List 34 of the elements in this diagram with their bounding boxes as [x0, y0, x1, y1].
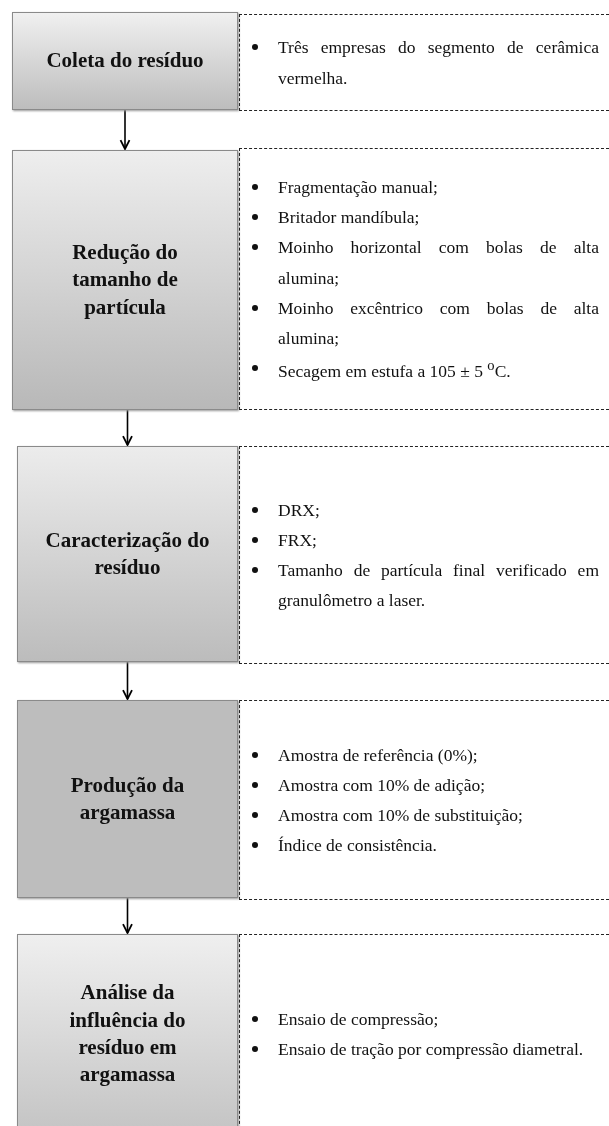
dashed-note-panel — [239, 700, 609, 900]
arrow — [122, 897, 133, 934]
dashed-note-panel — [239, 14, 609, 111]
dashed-note-panel — [239, 934, 609, 1126]
process-box — [12, 12, 238, 110]
step-title: Análise da influência do resíduo em argamassa — [68, 979, 187, 1089]
bullet-item: Índice de consistência. — [278, 834, 438, 858]
step-title: Caracterização do resíduo — [44, 526, 211, 581]
bullet-item: Secagem em estufa a 105 ± 5 $^{o}$C. — [278, 355, 512, 383]
step-title: Produção da argamassa — [69, 771, 186, 826]
dashed-note-panel — [239, 148, 609, 410]
bullet-item: DRX; — [278, 498, 321, 522]
process-box — [17, 934, 238, 1126]
bullet-item: Tamanho de partícula final verificado em granulômetro a laser. — [278, 559, 599, 613]
arrow — [122, 409, 133, 446]
bullet-item: Ensaio de compressão; — [278, 1007, 440, 1031]
arrow — [119, 109, 131, 150]
bullet-item: Fragmentação manual; — [278, 176, 439, 200]
bullet-item: Moinho horizontal com bolas de alta alumina; — [278, 236, 599, 290]
step-title: Coleta do resíduo — [46, 47, 204, 75]
bullet-item: Britador mandíbula; — [278, 206, 421, 230]
bullet-item: Moinho excêntrico com bolas de alta alumina; — [278, 296, 599, 350]
bullet-item: Três empresas do segmento de cerâmica vermelha. — [278, 36, 599, 90]
process-box — [17, 446, 238, 662]
bullet-item: Amostra de referência (0%); — [278, 743, 479, 767]
bullet-item: Amostra com 10% de adição; — [278, 773, 487, 797]
bullet-item: Amostra com 10% de substituição; — [278, 804, 524, 827]
process-box — [12, 150, 238, 410]
step-title: Redução do tamanho de partícula — [71, 239, 179, 321]
bullet-item: FRX; — [278, 528, 318, 552]
process-box — [17, 700, 238, 898]
dashed-note-panel — [239, 446, 609, 664]
arrow — [122, 661, 133, 700]
bullet-item: Ensaio de tração por compressão diametral. — [278, 1038, 585, 1061]
